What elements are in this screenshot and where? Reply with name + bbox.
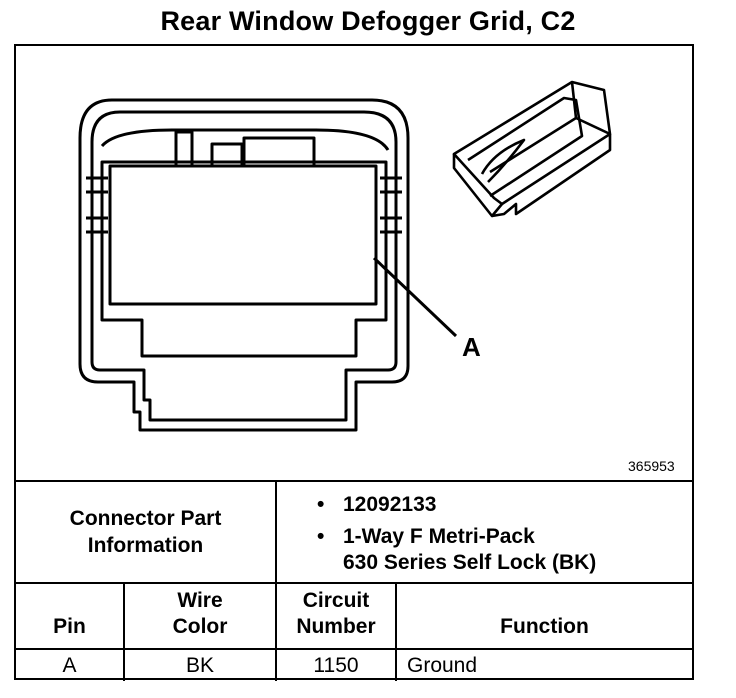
row-circuit-number: 1150: [275, 648, 397, 681]
pin-a-leader-line: [372, 256, 458, 338]
diagram-title: Rear Window Defogger Grid, C2: [160, 6, 576, 36]
pin-a-callout: A: [462, 332, 481, 362]
row-wire-color: BK: [123, 648, 277, 681]
terminal-cavity-a: [108, 164, 378, 306]
part-description: 1-Way F Metri-Pack 630 Series Self Lock …: [317, 524, 692, 576]
connector-part-info-label: Connector Part Information: [16, 480, 277, 584]
left-rail: [86, 176, 108, 234]
table-row: A BK 1150 Ground: [16, 648, 692, 681]
connector-iso-view: [452, 80, 612, 218]
row-function: Ground: [395, 648, 692, 681]
connector-housing-outline: [78, 98, 410, 432]
figure-number: 365953: [628, 458, 675, 474]
connector-figure: A 365953: [16, 46, 692, 480]
table-header-row: Pin Wire Color Circuit Number Function: [16, 582, 692, 650]
connector-info-table: Connector Part Information 12092133 1-Wa…: [16, 480, 692, 681]
header-circuit-number: Circuit Number: [275, 582, 397, 650]
header-function: Function: [395, 582, 692, 650]
connector-part-row: Connector Part Information 12092133 1-Wa…: [16, 480, 692, 584]
connector-face-view: [78, 80, 612, 432]
connector-part-details: 12092133 1-Way F Metri-Pack 630 Series S…: [275, 480, 692, 584]
connector-inner-outline: [90, 110, 398, 422]
right-rail: [380, 176, 402, 234]
cavity-frame: [100, 160, 388, 358]
row-pin: A: [16, 648, 125, 681]
latch-tab: [100, 128, 390, 151]
connector-diagram-frame: A 365953 Connector Part Information 1209…: [14, 44, 694, 681]
part-number: 12092133: [317, 492, 692, 518]
header-wire-color: Wire Color: [123, 582, 277, 650]
header-pin: Pin: [16, 582, 125, 650]
